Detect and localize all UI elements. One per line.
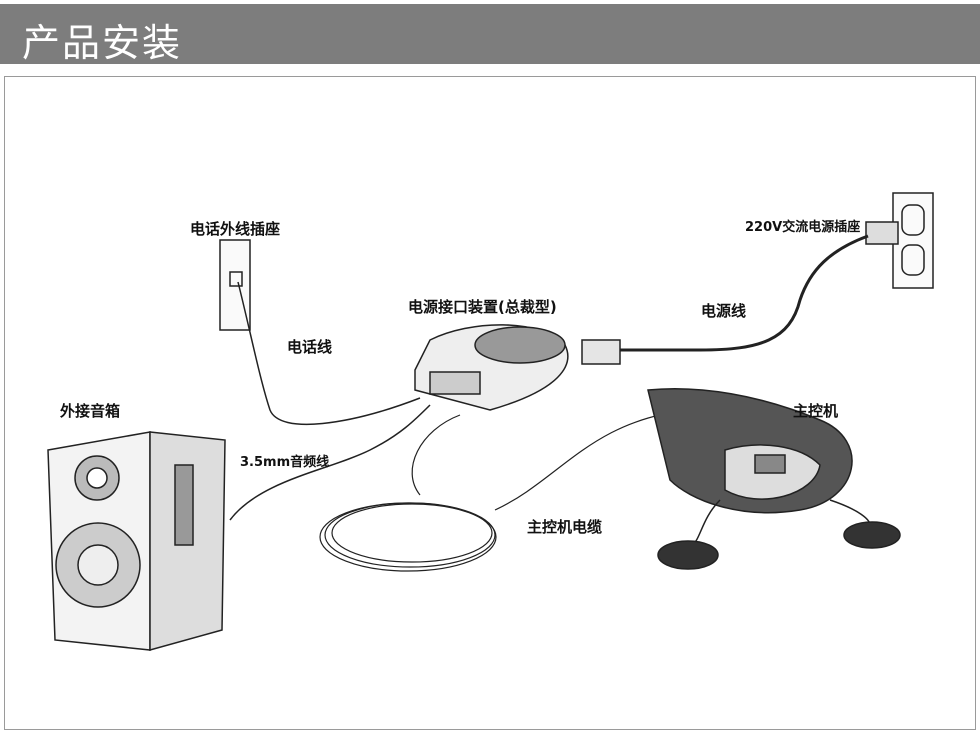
label-audio-cable: 3.5mm音频线 (240, 455, 330, 470)
conference-phone (647, 388, 901, 570)
power-plug (581, 339, 621, 365)
external-speaker (47, 431, 226, 651)
expansion-mic-right (843, 521, 901, 549)
label-speaker: 外接音箱 (60, 402, 121, 420)
label-main-cable: 主控机电缆 (527, 518, 603, 536)
label-ac-outlet: 220V交流电源插座 (745, 220, 861, 235)
label-phone-jack: 电话外线插座 (190, 220, 281, 238)
ac-wall-outlet (865, 192, 934, 289)
label-power-cord: 电源线 (701, 302, 747, 320)
audio-cable (229, 404, 431, 521)
header-bar: 产品安装 (0, 4, 980, 65)
page-title: 产品安装 (22, 21, 183, 65)
diagram-frame (4, 76, 976, 730)
label-phone-line: 电话线 (287, 338, 333, 356)
power-interface-unit (414, 324, 569, 411)
power-cord-cable (620, 234, 869, 352)
phone-line-cable (237, 281, 421, 426)
label-main-unit: 主控机 (793, 402, 839, 420)
expansion-mic-left (657, 540, 719, 570)
phone-wall-jack (219, 239, 251, 331)
label-power-unit: 电源接口装置(总裁型) (408, 298, 557, 316)
main-cable-coil (319, 409, 691, 572)
